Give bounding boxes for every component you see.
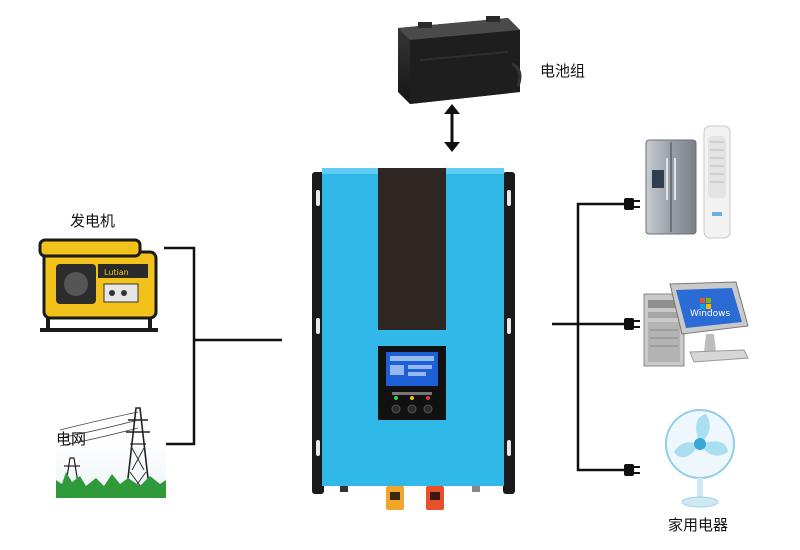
power-plug-icon — [624, 464, 640, 476]
windows-logo-text: Windows — [690, 309, 730, 319]
power-plug-icon — [624, 198, 640, 210]
electric-fan-icon — [665, 409, 735, 508]
generator-brand-text: Lutian — [104, 268, 129, 277]
grid-label: 电网 — [56, 430, 87, 448]
battery-pack-icon — [398, 16, 522, 104]
appliances-label: 家用电器 — [668, 516, 729, 534]
inverter-icon — [312, 168, 515, 510]
generator-label: 发电机 — [70, 212, 116, 230]
generator-icon: Lutian — [38, 238, 158, 332]
power-plug-icon — [624, 318, 640, 330]
battery-label: 电池组 — [540, 62, 586, 80]
output-wiring — [552, 202, 626, 472]
power-grid-tower-icon — [56, 407, 166, 498]
bidirectional-arrow-icon — [444, 104, 460, 152]
refrigerator-icon — [645, 139, 697, 235]
input-wiring — [164, 246, 282, 446]
desktop-computer-icon: Windows — [643, 281, 749, 367]
air-conditioner-tower-icon — [703, 125, 731, 239]
